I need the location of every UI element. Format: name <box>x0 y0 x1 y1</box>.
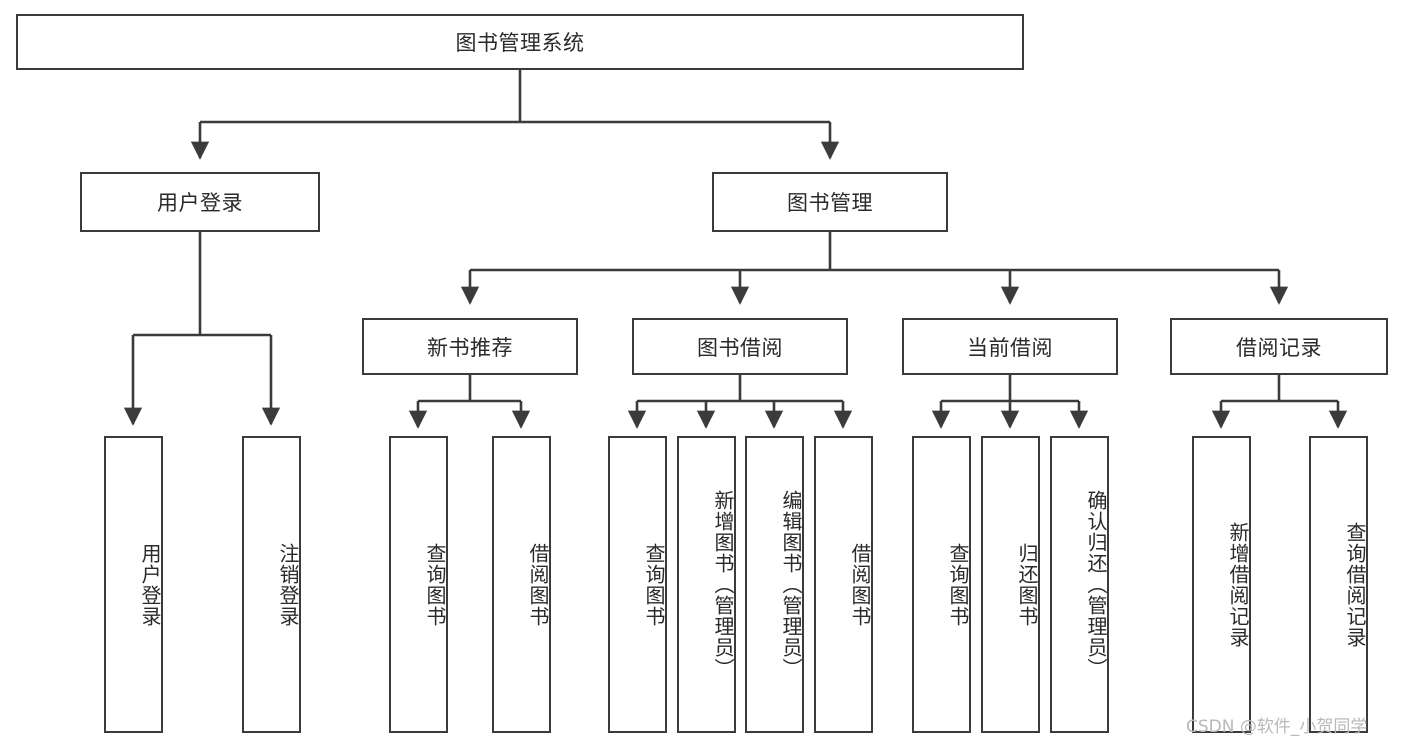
leaf-book-borrow-borrow[interactable]: 借阅图书 <box>814 436 873 733</box>
leaf-label: 查询图书 <box>642 542 666 627</box>
leaf-user-login-login[interactable]: 用户登录 <box>104 436 163 733</box>
leaf-label: 查询图书 <box>946 542 970 627</box>
leaf-label: 归还图书 <box>1015 542 1039 627</box>
leaf-current-borrow-confirm-return[interactable]: 确认归还（管理员） <box>1050 436 1109 733</box>
node-new-book-recommend[interactable]: 新书推荐 <box>362 318 578 375</box>
leaf-label: 编辑图书（管理员） <box>779 490 803 679</box>
node-book-management[interactable]: 图书管理 <box>712 172 948 232</box>
watermark-text: CSDN @软件_小贺同学 <box>1186 717 1368 737</box>
leaf-book-borrow-edit[interactable]: 编辑图书（管理员） <box>745 436 804 733</box>
leaf-new-book-borrow[interactable]: 借阅图书 <box>492 436 551 733</box>
leaf-label: 查询借阅记录 <box>1343 521 1367 648</box>
leaf-label: 借阅图书 <box>848 542 872 627</box>
node-book-borrow[interactable]: 图书借阅 <box>632 318 848 375</box>
node-current-borrow[interactable]: 当前借阅 <box>902 318 1118 375</box>
node-root-system[interactable]: 图书管理系统 <box>16 14 1024 70</box>
node-user-login[interactable]: 用户登录 <box>80 172 320 232</box>
leaf-label: 确认归还（管理员） <box>1084 490 1108 679</box>
leaf-label: 用户登录 <box>138 542 162 627</box>
node-borrow-record[interactable]: 借阅记录 <box>1170 318 1388 375</box>
leaf-current-borrow-query[interactable]: 查询图书 <box>912 436 971 733</box>
leaf-borrow-record-query[interactable]: 查询借阅记录 <box>1309 436 1368 733</box>
leaf-new-book-query[interactable]: 查询图书 <box>389 436 448 733</box>
leaf-label: 新增借阅记录 <box>1226 521 1250 648</box>
leaf-label: 借阅图书 <box>526 542 550 627</box>
leaf-current-borrow-return[interactable]: 归还图书 <box>981 436 1040 733</box>
leaf-label: 新增图书（管理员） <box>711 490 735 679</box>
leaf-book-borrow-query[interactable]: 查询图书 <box>608 436 667 733</box>
leaf-label: 注销登录 <box>276 542 300 627</box>
leaf-user-login-logout[interactable]: 注销登录 <box>242 436 301 733</box>
leaf-borrow-record-add[interactable]: 新增借阅记录 <box>1192 436 1251 733</box>
leaf-label: 查询图书 <box>423 542 447 627</box>
leaf-book-borrow-add[interactable]: 新增图书（管理员） <box>677 436 736 733</box>
